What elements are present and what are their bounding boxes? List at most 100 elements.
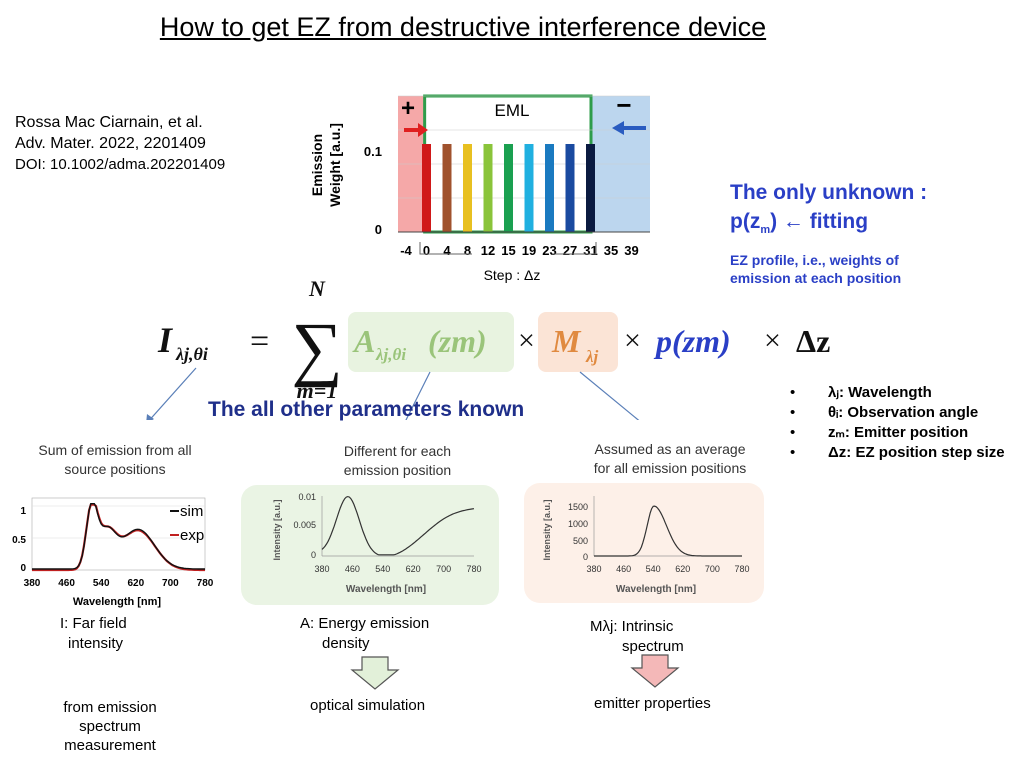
ff-sim-curve: [32, 503, 205, 570]
emission-x-tick: 35: [604, 243, 618, 258]
reference: Rossa Mac Ciarnain, et al. Adv. Mater. 2…: [15, 112, 225, 175]
int-x-label: Wavelength [nm]: [616, 584, 696, 595]
int-x-tick: 380: [586, 564, 601, 574]
intrinsic-down-arrow: [630, 654, 680, 688]
ff-y-tick-1: 1: [20, 506, 26, 517]
emission-y-label-2: Weight [a.u.]: [327, 123, 343, 207]
ff-legend-sim: sim: [180, 503, 203, 520]
eq-sum-sign: ∑: [291, 308, 342, 388]
emission-bar: [463, 144, 472, 232]
eq-dz-term: Δz: [796, 323, 830, 359]
unknown-line2: p(zm) ← fitting: [730, 210, 869, 237]
int-y-tick-1000: 1000: [568, 519, 588, 529]
int-x-tick: 780: [734, 564, 749, 574]
eq-times-3: ×: [764, 324, 781, 357]
eml-label: EML: [495, 101, 530, 120]
intrinsic-source: emitter properties: [594, 695, 711, 712]
den-y-label: Intensity [a.u.]: [272, 499, 282, 560]
emission-x-tick: 8: [464, 243, 471, 258]
known-params-note: The all other parameters known: [208, 398, 525, 421]
emission-x-tick: 15: [501, 243, 515, 258]
eq-lhs: I: [157, 320, 174, 360]
den-x-tick: 380: [314, 564, 329, 574]
emission-bar: [504, 144, 513, 232]
unknown-note: The only unknown : p(zm) ← fitting: [730, 178, 927, 245]
ez-profile-line1: EZ profile, i.e., weights of: [730, 252, 899, 268]
int-x-tick: 540: [646, 564, 661, 574]
int-x-tick: 460: [616, 564, 631, 574]
arrow-to-far-field: [148, 367, 197, 420]
emission-bar: [422, 144, 431, 232]
den-y-tick-001: 0.01: [298, 492, 316, 502]
eq-times-2: ×: [624, 324, 641, 357]
density-down-arrow: [350, 656, 400, 690]
den-x-tick: 700: [436, 564, 451, 574]
eq-p-term: p(zm): [653, 323, 731, 359]
emission-x-tick: 0: [423, 243, 430, 258]
den-x-tick: 540: [375, 564, 390, 574]
emission-bar: [483, 144, 493, 232]
emission-bar: [586, 144, 595, 232]
emission-x-tick: 4: [443, 243, 451, 258]
definition-wavelength: λⱼ: Wavelength: [790, 383, 1005, 403]
emission-bar: [565, 144, 575, 232]
emission-x-tick: 39: [624, 243, 638, 258]
ff-x-tick: 540: [93, 578, 110, 589]
definition-position: zₘ: Emitter position: [790, 423, 1005, 443]
density-panel: [241, 485, 499, 605]
ez-profile-note: EZ profile, i.e., weights of emission at…: [730, 251, 901, 287]
int-curve: [594, 505, 742, 557]
y-tick-0.1: 0.1: [364, 144, 382, 159]
reference-doi: DOI: 10.1002/adma.202201409: [15, 156, 226, 173]
definition-angle: θᵢ: Observation angle: [790, 403, 1005, 423]
ff-legend-exp: exp: [180, 527, 204, 544]
ff-x-label: Wavelength [nm]: [73, 596, 162, 608]
definition-step: Δz: EZ position step size: [790, 443, 1005, 463]
den-x-tick: 780: [466, 564, 481, 574]
electron-arrow-head: [612, 121, 624, 135]
y-tick-0: 0: [375, 222, 382, 237]
ff-x-tick: 620: [127, 578, 144, 589]
reference-journal: Adv. Mater. 2022, 2201409: [15, 135, 206, 152]
step-bracket: [419, 242, 597, 255]
emission-x-tick: 19: [522, 243, 536, 258]
unknown-line1: The only unknown :: [730, 181, 928, 204]
int-x-tick: 700: [705, 564, 720, 574]
int-y-tick-1500: 1500: [568, 502, 588, 512]
density-source: optical simulation: [310, 697, 426, 714]
emission-x-tick: 27: [563, 243, 577, 258]
den-y-tick-0005: 0.005: [293, 520, 316, 530]
emission-bar: [545, 144, 554, 232]
emission-bar: [442, 144, 452, 232]
emission-x-tick: 23: [542, 243, 556, 258]
den-curve: [321, 495, 475, 556]
arrow-to-intrinsic: [579, 371, 640, 420]
minus-sign: −: [616, 90, 631, 120]
intrinsic-panel: [524, 483, 764, 603]
den-x-tick: 460: [345, 564, 360, 574]
ff-y-tick-05: 0.5: [12, 535, 26, 546]
eq-lhs-sub: λj,θi: [175, 344, 208, 364]
int-y-label: Intensity [a.u.]: [542, 499, 552, 560]
ff-y-tick-0: 0: [20, 563, 26, 574]
emission-y-label: Emission: [309, 134, 325, 196]
ff-x-tick: 380: [24, 578, 41, 589]
ff-x-tick: 460: [58, 578, 75, 589]
emission-x-tick: -4: [400, 243, 412, 258]
eq-equals: =: [250, 323, 269, 360]
den-y-tick-0: 0: [311, 550, 316, 560]
emission-bar: [524, 144, 534, 232]
m-term-highlight: [538, 312, 618, 372]
ff-frame: [31, 497, 206, 571]
emission-x-tick: 12: [481, 243, 495, 258]
